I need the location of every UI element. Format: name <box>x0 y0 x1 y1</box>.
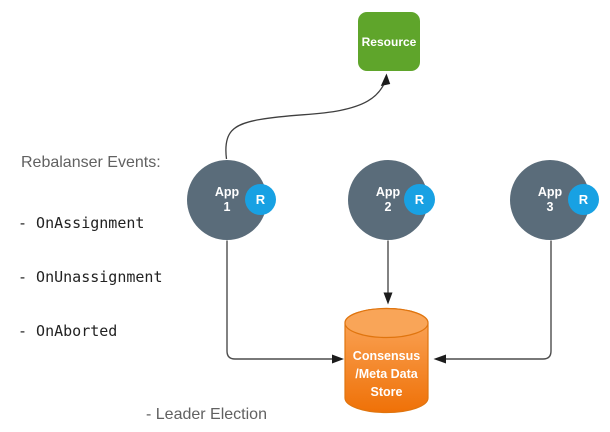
datastore-label-line2: /Meta Data <box>355 367 418 381</box>
datastore-cylinder <box>344 307 429 414</box>
event-item-onassignment: - OnAssignment <box>18 214 145 232</box>
arrow-app1-to-datastore <box>226 240 344 364</box>
arrow-app3-to-datastore <box>433 240 552 364</box>
app3-number: 3 <box>546 200 554 214</box>
app2-rebalanser-badge: R <box>404 184 435 215</box>
datastore-label-line1: Consensus <box>352 349 421 363</box>
app1-label: App <box>214 185 240 199</box>
datastore-label-line3: Store <box>370 385 403 399</box>
rebalanser-events-list: - OnAssignment - OnUnassignment - OnAbor… <box>18 178 163 376</box>
app1-badge-letter: R <box>255 192 266 207</box>
datastore-functions-list: - Leader Election - Rebalancing Coordina… <box>146 369 340 432</box>
function-item-leader-election: - Leader Election <box>146 406 267 423</box>
app2-label: App <box>375 185 401 199</box>
app1-number: 1 <box>223 200 231 214</box>
arrow-app1-to-resource <box>225 73 391 160</box>
datastore-label: Consensus /Meta Data Store <box>345 347 428 401</box>
rebalanser-events-title: Rebalanser Events: <box>21 154 161 171</box>
arrow-app2-to-datastore <box>383 240 393 305</box>
app3-badge-letter: R <box>578 192 589 207</box>
app2-number: 2 <box>384 200 392 214</box>
event-item-onaborted: - OnAborted <box>18 322 118 340</box>
event-item-onunassignment: - OnUnassignment <box>18 268 163 286</box>
app2-badge-letter: R <box>414 192 425 207</box>
datastore-cylinder-rim <box>344 307 429 339</box>
resource-label: Resource <box>361 34 417 49</box>
app3-rebalanser-badge: R <box>568 184 599 215</box>
app3-label: App <box>537 185 563 199</box>
resource-node: Resource <box>358 12 420 71</box>
app1-rebalanser-badge: R <box>245 184 276 215</box>
